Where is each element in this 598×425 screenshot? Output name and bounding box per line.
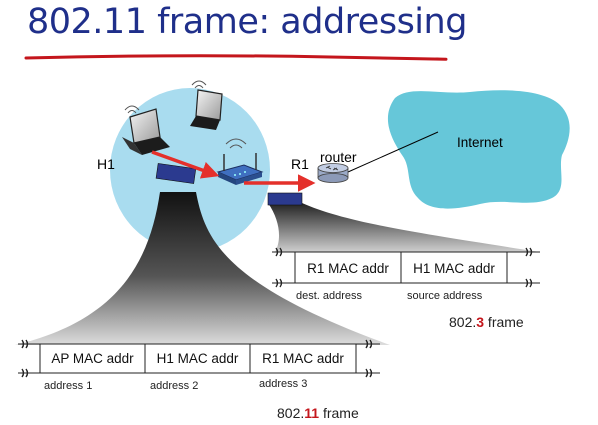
arrow-h1-to-ap (151, 150, 220, 179)
beam-80211 (15, 192, 390, 345)
frame-80211-title: 802.11 frame (277, 405, 359, 421)
frame-8023-caption-src: source address (407, 290, 483, 302)
r1-label: R1 (291, 156, 309, 172)
h1-label: H1 (97, 156, 115, 172)
frame-80211 (18, 339, 380, 378)
beam-8023 (268, 203, 540, 252)
access-point-icon (216, 153, 264, 185)
frame-80211-caption-addr2: address 2 (150, 380, 199, 392)
page-title: 802.11 frame: addressing (27, 2, 467, 42)
router-label: router (320, 149, 357, 165)
frame-80211-field-addr1: AP MAC addr (51, 351, 134, 366)
frame-8023-field-src: H1 MAC addr (413, 261, 495, 276)
frame-8023-caption-dest: dest. address (296, 290, 363, 302)
router-icon (317, 163, 349, 183)
frame-80211-caption-addr1: address 1 (44, 380, 93, 392)
frame-8023 (272, 247, 540, 288)
frame-8023-field-dest: R1 MAC addr (307, 261, 389, 276)
laptop-icon (122, 108, 170, 155)
title-underline (24, 54, 448, 61)
frame-80211-caption-addr3: address 3 (259, 378, 308, 390)
frame-80211-field-addr2: H1 MAC addr (156, 351, 239, 366)
cloud-icon (387, 90, 570, 209)
frame-block-80211 (155, 163, 197, 184)
frame-8023-title: 802.3 frame (449, 314, 524, 330)
frame-block-8023 (267, 192, 303, 206)
frame-80211-field-addr3: R1 MAC addr (262, 351, 344, 366)
laptop-icon (190, 89, 223, 130)
wifi-signal-icon (124, 80, 247, 149)
internet-label: Internet (457, 135, 503, 150)
router-internet-link (347, 131, 439, 173)
